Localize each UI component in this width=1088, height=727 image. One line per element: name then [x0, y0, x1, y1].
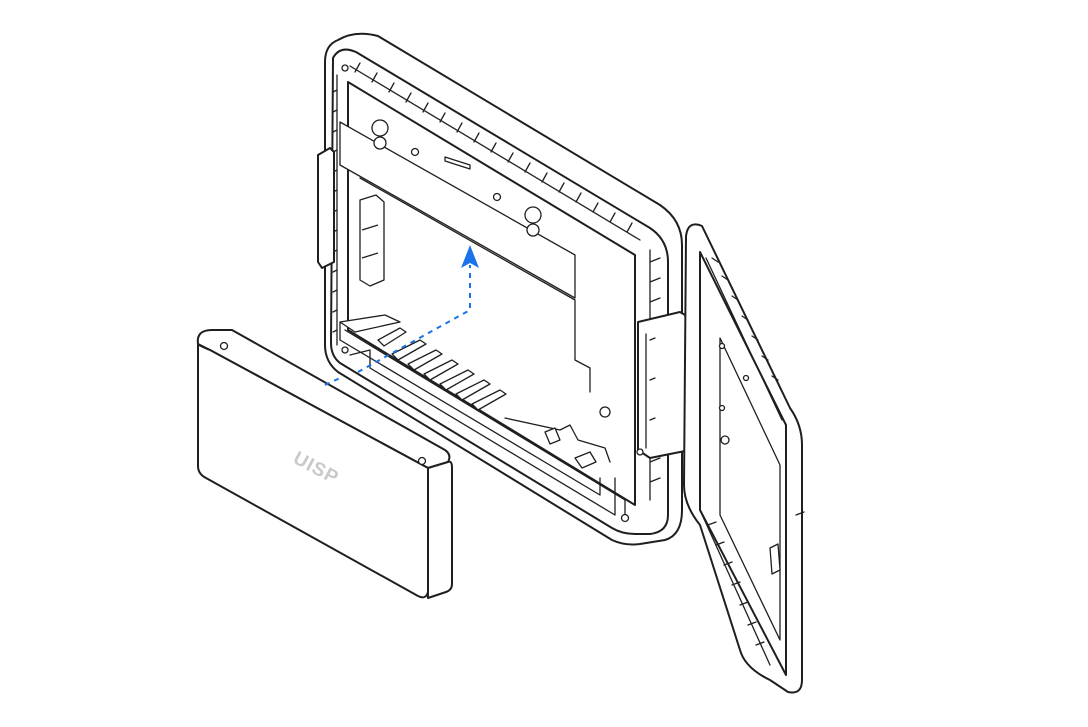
mounting-plate: [339, 121, 576, 299]
screw: [341, 346, 349, 354]
module-hole: [219, 341, 229, 351]
dashed-arrow-up-icon: [324, 245, 479, 386]
door-screw: [720, 435, 730, 445]
enclosure-door: [683, 223, 805, 694]
door-screw: [718, 404, 726, 412]
cable-slots: [339, 314, 616, 516]
enclosure-top-ridge: [349, 62, 641, 241]
enclosure-floor-edge: [344, 329, 626, 521]
door-inner-wall: [719, 337, 781, 641]
module-front-face: [197, 343, 429, 599]
keyhole-icon: [371, 119, 389, 150]
screw: [341, 64, 349, 72]
door-screw: [718, 342, 726, 350]
enclosure-front-rim: [330, 48, 669, 535]
mounting-hole: [492, 192, 502, 202]
din-bracket-left: [359, 194, 385, 287]
module-hole: [417, 456, 427, 466]
door-screw: [742, 374, 750, 382]
keyhole-icon: [524, 206, 542, 237]
door-ridge: [705, 257, 783, 421]
mounting-plate-body: [359, 177, 591, 393]
enclosure-inner-wall: [347, 81, 636, 506]
enclosure-back-box: [317, 32, 691, 546]
enclosure-outer-shell: [324, 32, 683, 546]
door-lower-ridge: [699, 509, 771, 666]
mounting-hole: [410, 147, 420, 157]
door-outer-frame: [683, 223, 803, 694]
uisp-module: UISP: [196, 329, 453, 599]
screw: [599, 406, 611, 418]
screw: [620, 513, 630, 523]
module-side-face: [427, 460, 453, 599]
mounting-slot: [444, 156, 471, 170]
side-clip-left: [317, 147, 335, 269]
screw: [636, 448, 644, 456]
door-latch: [769, 543, 781, 575]
